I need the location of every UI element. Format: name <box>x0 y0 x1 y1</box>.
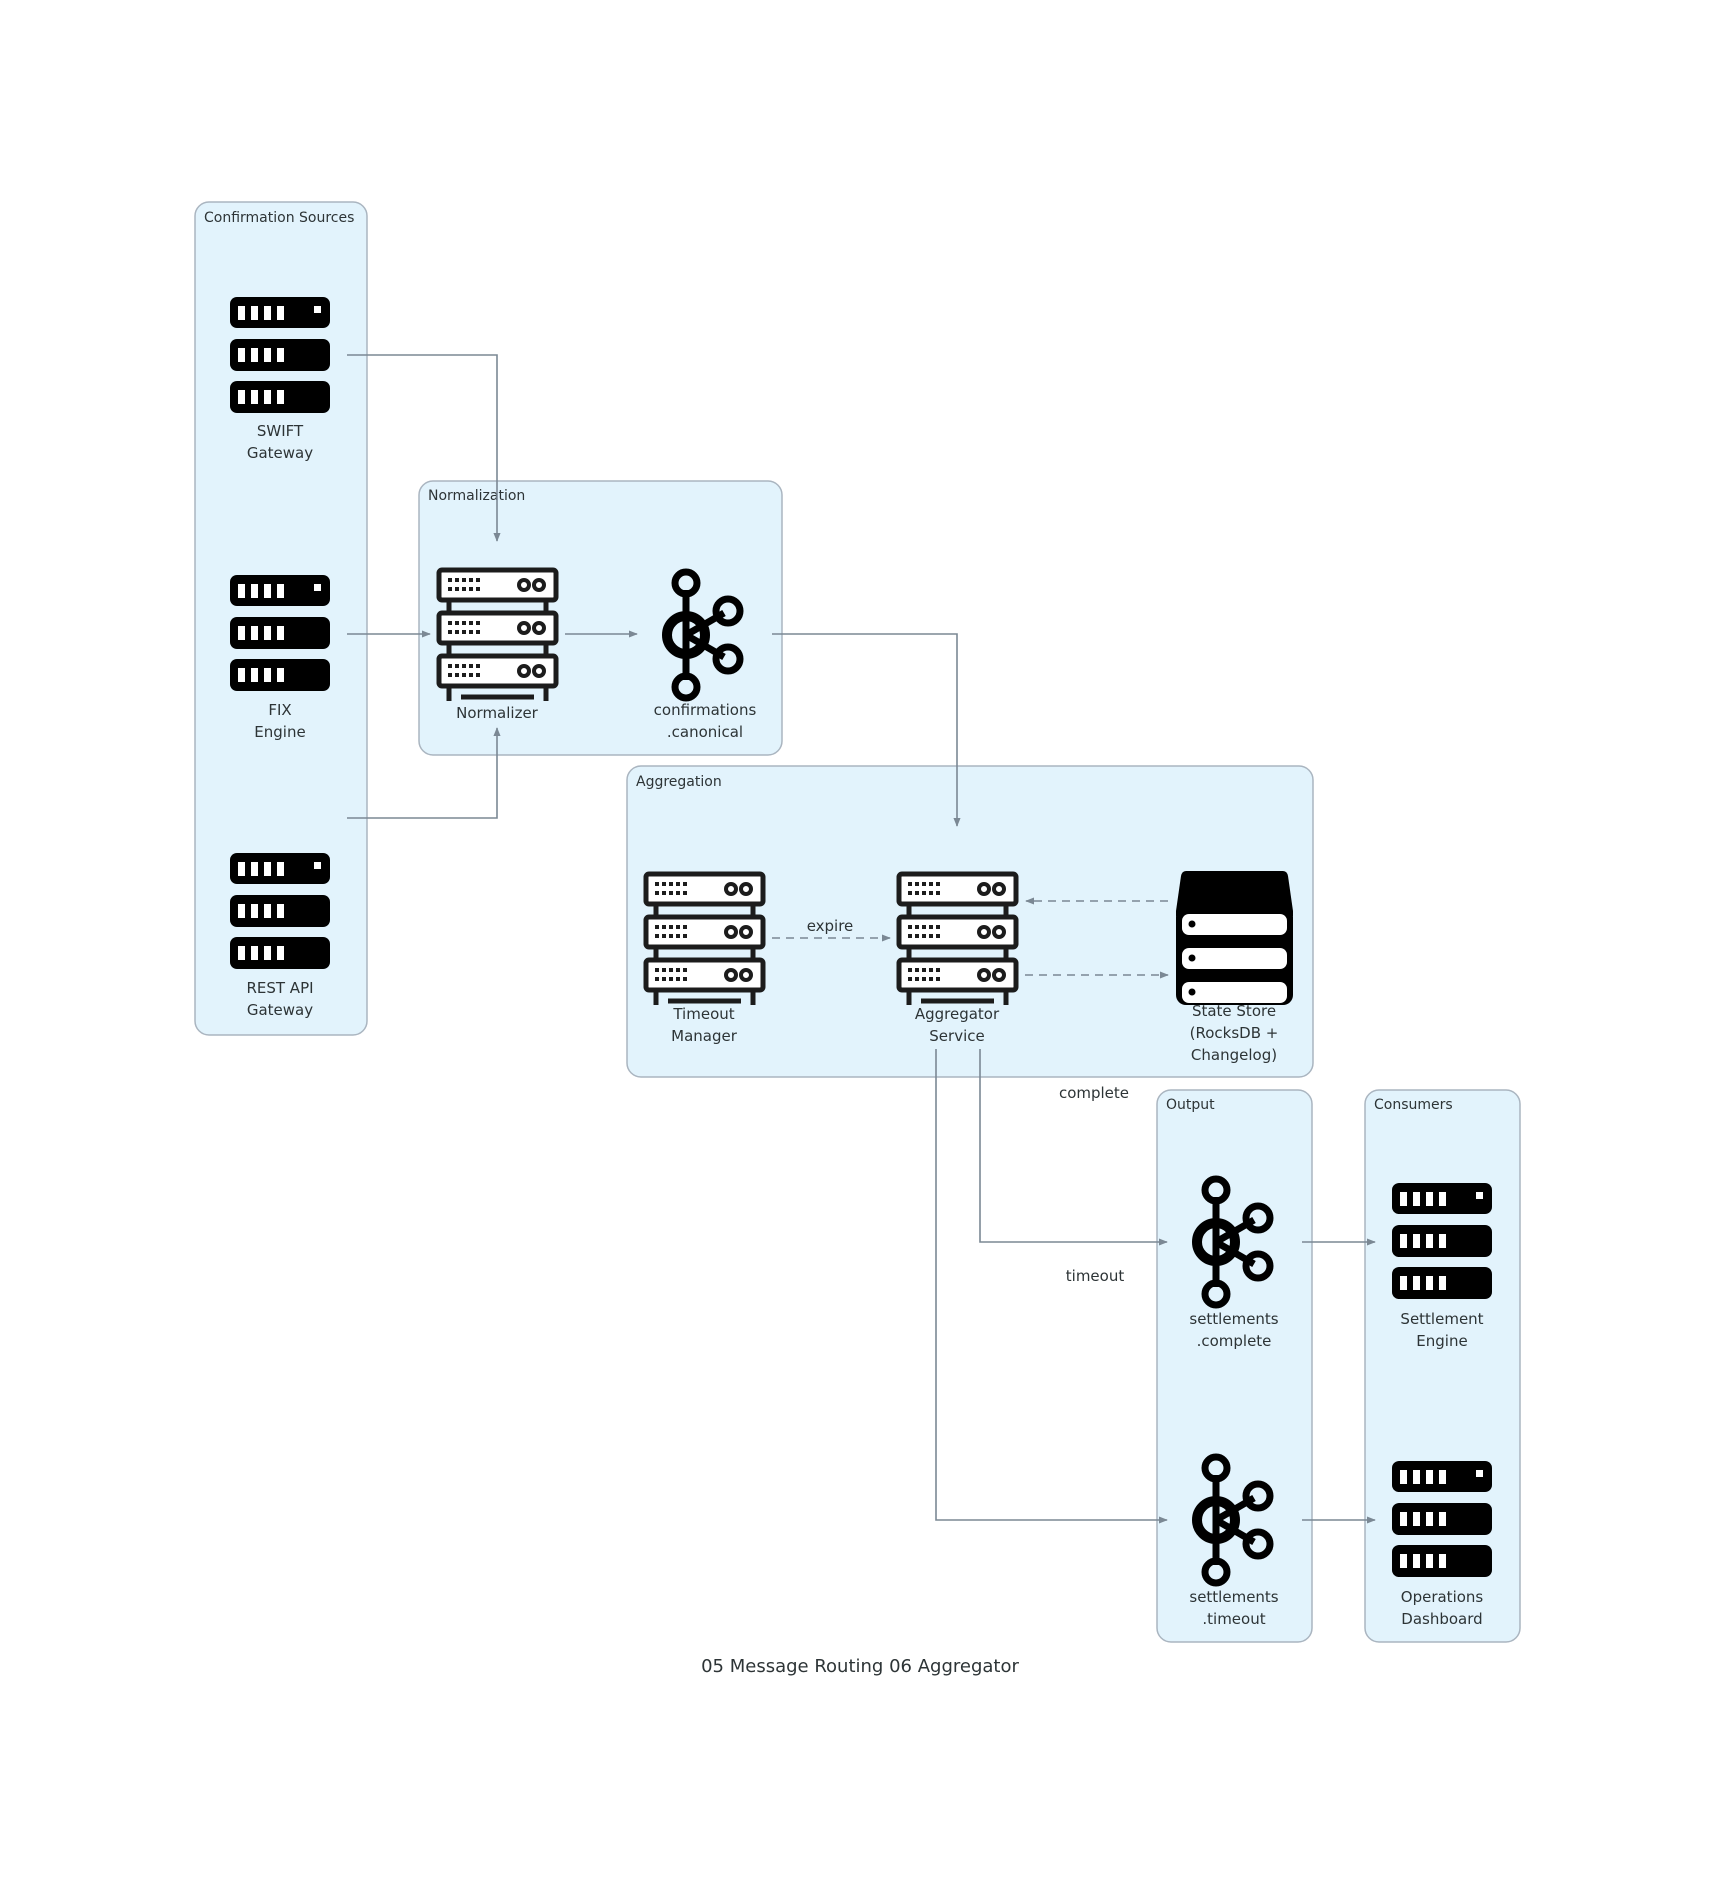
node-label-line1: REST API <box>246 979 313 997</box>
cluster-label-normalization: Normalization <box>428 488 525 504</box>
edge-aggregator-to-settlements-complete <box>979 1049 1168 1246</box>
server-rack-solid-icon <box>230 853 330 969</box>
edge-rest-to-normalizer <box>347 727 501 819</box>
node-label-line2: Gateway <box>247 444 313 462</box>
edge-label-expire: expire <box>807 917 854 935</box>
edge-aggregator-to-settlements-timeout <box>935 1049 1168 1524</box>
node-rest-api-gateway[interactable]: REST API Gateway <box>230 853 330 1019</box>
node-label-line1: Normalizer <box>456 704 539 722</box>
node-label-line2: .timeout <box>1202 1610 1265 1628</box>
node-label-line1: confirmations <box>654 701 757 719</box>
cluster-label-confirmation-sources: Confirmation Sources <box>204 210 354 226</box>
node-label-line2: .canonical <box>667 723 743 741</box>
server-rack-solid-icon <box>230 297 330 413</box>
node-label-line2: Manager <box>671 1027 738 1045</box>
node-normalizer[interactable]: Normalizer <box>439 570 556 722</box>
node-settlements-timeout[interactable]: settlements .timeout <box>1189 1457 1279 1628</box>
node-label-line1: FIX <box>268 701 291 719</box>
edge-label-timeout: timeout <box>1066 1267 1125 1285</box>
server-rack-outline-icon <box>899 874 1016 1005</box>
cluster-label-consumers: Consumers <box>1374 1097 1453 1113</box>
diagram-title: 05 Message Routing 06 Aggregator <box>701 1656 1019 1677</box>
node-label-line1: Aggregator <box>915 1005 1000 1023</box>
node-label-line2: .complete <box>1197 1332 1272 1350</box>
node-operations-dashboard[interactable]: Operations Dashboard <box>1392 1461 1492 1628</box>
node-label-line1: Timeout <box>672 1005 734 1023</box>
cluster-label-output: Output <box>1166 1097 1215 1113</box>
node-label-line1: settlements <box>1189 1310 1278 1328</box>
node-fix-engine[interactable]: FIX Engine <box>230 575 330 741</box>
server-rack-solid-icon <box>230 575 330 691</box>
edge-swift-to-normalizer <box>347 354 501 542</box>
server-rack-solid-icon <box>1392 1461 1492 1577</box>
node-label-line2: Dashboard <box>1401 1610 1482 1628</box>
node-swift-gateway[interactable]: SWIFT Gateway <box>230 297 330 462</box>
node-label-line2: Service <box>929 1027 984 1045</box>
node-state-store[interactable]: State Store (RocksDB + Changelog) <box>1176 871 1293 1064</box>
node-label-line1: Operations <box>1401 1588 1484 1606</box>
node-confirmations-canonical[interactable]: confirmations .canonical <box>654 572 757 741</box>
database-icon <box>1176 871 1293 1005</box>
node-settlement-engine[interactable]: Settlement Engine <box>1392 1183 1492 1350</box>
node-label-line2: Engine <box>254 723 305 741</box>
node-label-line1: Settlement <box>1400 1310 1483 1328</box>
node-label-line1: State Store <box>1192 1002 1276 1020</box>
server-rack-outline-icon <box>439 570 556 701</box>
node-label-line3: Changelog) <box>1191 1046 1277 1064</box>
node-timeout-manager[interactable]: Timeout Manager <box>646 874 763 1045</box>
cluster-output: Output <box>1156 1089 1313 1643</box>
server-rack-outline-icon <box>646 874 763 1005</box>
node-settlements-complete[interactable]: settlements .complete <box>1189 1179 1279 1350</box>
node-label-line2: Engine <box>1416 1332 1467 1350</box>
cluster-label-aggregation: Aggregation <box>636 774 722 790</box>
edge-label-complete: complete <box>1059 1084 1129 1102</box>
node-label-line1: SWIFT <box>257 422 304 440</box>
edge-canonical-to-aggregator <box>772 633 961 827</box>
node-label-line2: (RocksDB + <box>1190 1024 1279 1042</box>
server-rack-solid-icon <box>1392 1183 1492 1299</box>
node-aggregator-service[interactable]: Aggregator Service <box>899 874 1016 1045</box>
node-label-line2: Gateway <box>247 1001 313 1019</box>
node-label-line1: settlements <box>1189 1588 1278 1606</box>
